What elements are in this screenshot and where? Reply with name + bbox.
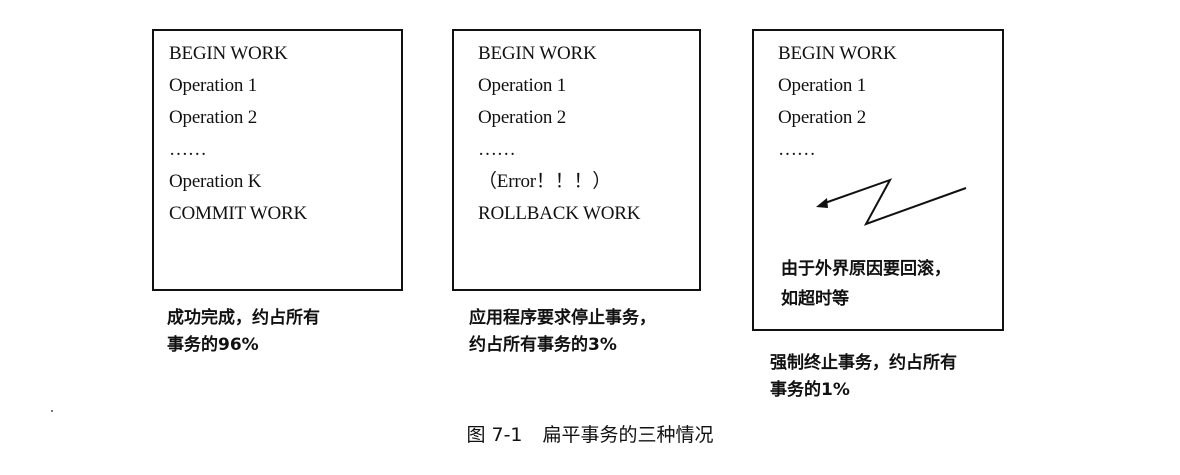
- begin-work-line: BEGIN WORK: [778, 43, 897, 64]
- commit-work-line: COMMIT WORK: [169, 203, 308, 224]
- forced-abort-caption-line-2: 事务的1%: [770, 380, 850, 400]
- abort-reason-text: 由于外界原因要回滚， 如超时等: [781, 254, 951, 314]
- speck-mark: [51, 410, 53, 412]
- operation-1-line: Operation 1: [169, 75, 258, 96]
- operation-1-line: Operation 1: [778, 75, 867, 96]
- commit-transaction-box: BEGIN WORK Operation 1 Operation 2 …… Op…: [152, 29, 403, 291]
- rollback-caption-line-1: 应用程序要求停止事务，: [469, 308, 656, 328]
- rollback-caption: 应用程序要求停止事务， 约占所有事务的3%: [469, 305, 656, 359]
- rollback-transaction-box: BEGIN WORK Operation 1 Operation 2 …… （E…: [452, 29, 701, 291]
- forced-abort-transaction-box: BEGIN WORK Operation 1 Operation 2 …… 由于…: [752, 29, 1004, 331]
- commit-caption-line-2: 事务的96%: [167, 335, 259, 355]
- ellipsis-line: ……: [169, 139, 207, 160]
- abort-reason-line-2: 如超时等: [781, 289, 849, 309]
- begin-work-line: BEGIN WORK: [478, 43, 597, 64]
- figure-number: 图 7-1: [466, 424, 523, 446]
- forced-abort-caption-line-1: 强制终止事务，约占所有: [770, 353, 957, 373]
- ellipsis-line: ……: [478, 139, 516, 160]
- begin-work-line: BEGIN WORK: [169, 43, 288, 64]
- figure-caption: 图 7-1 扁平事务的三种情况: [0, 420, 1180, 447]
- rollback-work-line: ROLLBACK WORK: [478, 203, 641, 224]
- abort-reason-line-1: 由于外界原因要回滚，: [781, 259, 951, 279]
- figure-title: 扁平事务的三种情况: [542, 424, 714, 446]
- forced-abort-caption: 强制终止事务，约占所有 事务的1%: [770, 350, 957, 404]
- operation-k-line: Operation K: [169, 171, 262, 192]
- operation-2-line: Operation 2: [778, 107, 867, 128]
- operation-1-line: Operation 1: [478, 75, 567, 96]
- commit-caption: 成功完成，约占所有 事务的96%: [167, 305, 320, 359]
- ellipsis-line: ……: [778, 139, 816, 160]
- lightning-arrow-icon: [816, 178, 967, 226]
- rollback-caption-line-2: 约占所有事务的3%: [469, 335, 617, 355]
- operation-2-line: Operation 2: [169, 107, 258, 128]
- commit-caption-line-1: 成功完成，约占所有: [167, 308, 320, 328]
- error-line: （Error！！！）: [478, 171, 612, 192]
- operation-2-line: Operation 2: [478, 107, 567, 128]
